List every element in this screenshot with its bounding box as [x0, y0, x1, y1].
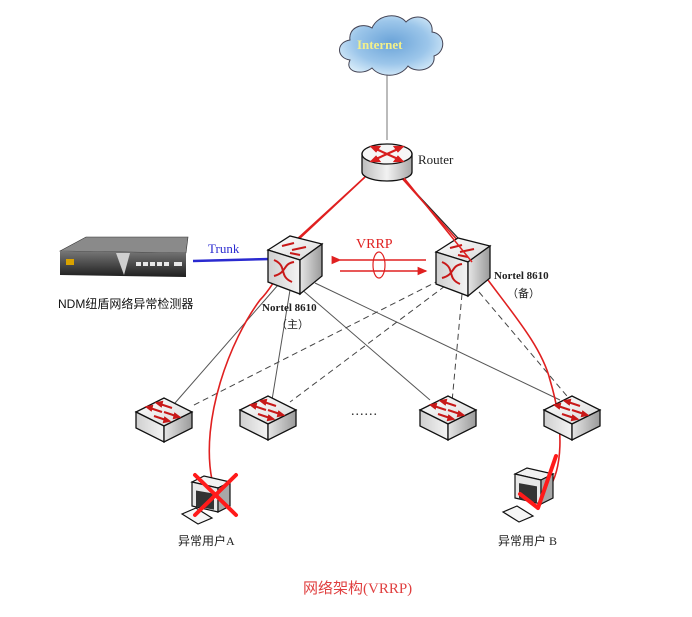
backup-switch-role: （备）	[507, 288, 540, 300]
primary-access-links	[174, 282, 561, 404]
access-switch-icon	[418, 395, 478, 442]
user-b-path	[399, 175, 561, 491]
access-switch-icon	[238, 395, 298, 442]
appliance-icon	[58, 236, 189, 277]
vrrp-arrows	[331, 251, 428, 279]
backup-switch-label: Nortel 8610	[494, 270, 549, 282]
ndm-label: NDM纽盾网络异常检测器	[58, 297, 194, 311]
access-switch-icon	[134, 397, 194, 444]
backup-core-switch-icon	[434, 237, 492, 298]
x-mark-icon	[193, 473, 238, 517]
user-b-label: 异常用户 B	[498, 534, 558, 548]
backup-access-links	[191, 279, 573, 407]
more-switches-ellipsis: ......	[351, 404, 378, 419]
check-mark-icon	[518, 454, 558, 510]
primary-switch-role: （主）	[276, 319, 309, 331]
cloud-icon	[339, 15, 444, 76]
internet-label: Internet	[357, 37, 403, 52]
trunk-link	[192, 257, 271, 263]
access-switch-icon	[542, 395, 602, 442]
primary-core-switch-icon	[266, 235, 324, 296]
vrrp-label: VRRP	[356, 237, 393, 252]
trunk-label: Trunk	[208, 241, 240, 256]
router-backup-active-overlay	[403, 177, 473, 263]
user-a-label: 异常用户A	[178, 534, 235, 548]
router-label: Router	[418, 152, 454, 167]
router-icon	[361, 143, 413, 182]
diagram-caption: 网络架构(VRRP)	[303, 581, 413, 597]
primary-switch-label: Nortel 8610	[262, 302, 317, 314]
user-b-computer-icon	[501, 467, 555, 523]
